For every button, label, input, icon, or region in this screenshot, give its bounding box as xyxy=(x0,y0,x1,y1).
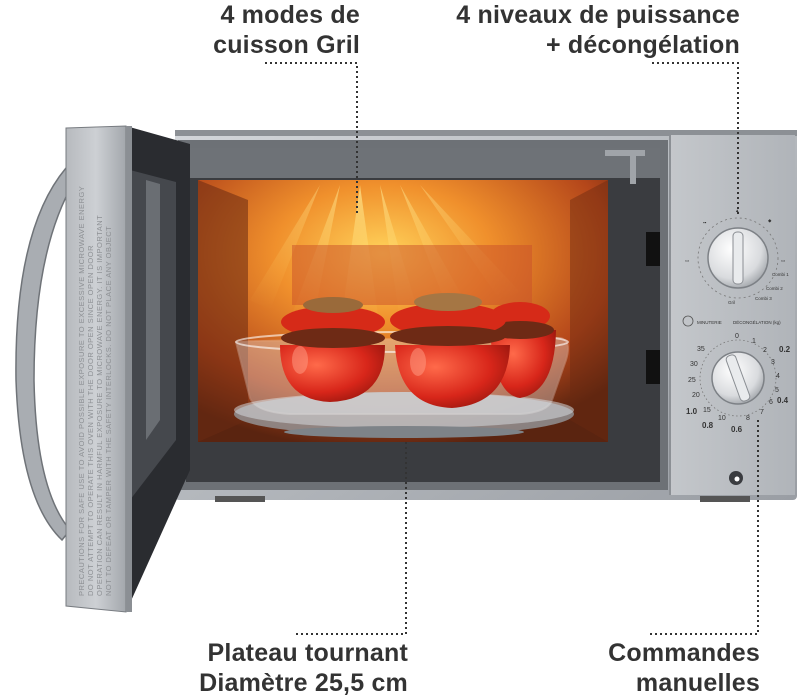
power-levels-leader xyxy=(652,62,739,215)
timer-knob-group: 0 1 2 3 4 5 6 7 8 10 15 20 25 30 35 0.2 … xyxy=(686,333,791,434)
high-power-icon: ◆ xyxy=(768,218,772,223)
defrost-weight-0-4: 0.4 xyxy=(777,396,789,405)
control-panel xyxy=(670,135,795,495)
timer-scale-ring xyxy=(699,339,777,417)
door-warning-line-2: DO NOT ATTEMPT TO OPERATE THIS OVEN WITH… xyxy=(86,245,95,596)
timer-tick-15: 15 xyxy=(703,407,711,414)
timer-tick-7: 7 xyxy=(760,409,764,416)
door-latch-slot xyxy=(605,150,645,156)
turntable-rim xyxy=(234,392,574,428)
combi-2-label: Combi 2 xyxy=(766,286,783,291)
manual-controls-line2: manuelles xyxy=(635,669,760,697)
door-hinge-strip xyxy=(146,180,160,440)
timer-tick-10: 10 xyxy=(718,415,726,422)
timer-tick-35: 35 xyxy=(697,346,705,353)
grill-modes-callout: 4 modes de cuisson Gril xyxy=(190,0,360,60)
brand-logo-dot xyxy=(734,476,740,482)
cavity-top-rail xyxy=(186,148,660,178)
power-levels-line1: 4 niveaux de puissance xyxy=(456,1,740,29)
timer-tick-3: 3 xyxy=(771,359,775,366)
door-warning-line-1: PRECAUTIONS FOR SAFE USE TO AVOID POSSIB… xyxy=(77,186,86,596)
grill-modes-leader xyxy=(265,62,358,215)
power-scale-ring xyxy=(697,217,779,299)
timer-tick-2: 2 xyxy=(763,347,767,354)
latch-hole-upper xyxy=(646,232,660,266)
defrost-label: DÉCONGÉLATION (kg) xyxy=(733,319,781,325)
timer-icon xyxy=(682,315,694,327)
cavity-back-panel xyxy=(292,245,532,305)
low-power-icon: ▲ xyxy=(735,208,739,213)
grill-label: Gril xyxy=(728,300,735,305)
cavity-left-wall xyxy=(198,180,248,442)
timer-tick-25: 25 xyxy=(688,377,696,384)
timer-tick-5: 5 xyxy=(775,387,779,394)
latch-hole-lower xyxy=(646,350,660,384)
power-levels-callout: 4 niveaux de puissance + décongélation xyxy=(430,0,740,60)
open-door xyxy=(15,125,190,613)
turntable-callout: Plateau tournant Diamètre 25,5 cm xyxy=(150,638,408,698)
defrost-mode-icon: ▭ xyxy=(685,258,690,263)
combi-1-label: Combi 1 xyxy=(772,272,789,277)
timer-tick-30: 30 xyxy=(690,361,698,368)
timer-tick-0: 0 xyxy=(735,333,739,340)
defrost-weight-0-8: 0.8 xyxy=(702,421,714,430)
defrost-weight-1-0: 1.0 xyxy=(686,407,698,416)
power-knob-grip[interactable] xyxy=(732,231,744,285)
defrost-weight-0-6: 0.6 xyxy=(731,425,743,434)
grill-modes-line1: 4 modes de xyxy=(220,1,360,29)
door-warning-line-3: OPERATION CAN RESULT IN HARMFUL EXPOSURE… xyxy=(95,215,104,596)
timer-tick-20: 20 xyxy=(692,392,700,399)
door-edge xyxy=(126,126,132,612)
combi-3-label: Combi 3 xyxy=(755,296,772,301)
minuterie-label: MINUTERIE xyxy=(697,320,722,325)
manual-controls-line1: Commandes xyxy=(608,639,760,667)
stuffed-tomatoes xyxy=(280,293,556,408)
timer-tick-6: 6 xyxy=(769,399,773,406)
grill-modes-line2: cuisson Gril xyxy=(213,31,360,59)
latch-hook xyxy=(630,154,636,184)
door-warning: PRECAUTIONS FOR SAFE USE TO AVOID POSSIB… xyxy=(77,186,113,596)
turntable-line1: Plateau tournant xyxy=(207,639,408,667)
cavity-right-wall xyxy=(570,180,608,442)
turntable-leader xyxy=(296,440,407,635)
foot-right xyxy=(700,496,750,502)
defrost-weight-0-2: 0.2 xyxy=(779,345,791,354)
manual-controls-callout: Commandes manuelles xyxy=(560,638,760,698)
timer-knob-grip[interactable] xyxy=(725,354,751,403)
foot-left xyxy=(215,496,265,502)
timer-tick-8: 8 xyxy=(746,415,750,422)
callout-leaders xyxy=(265,62,759,635)
door-handle[interactable] xyxy=(15,166,75,542)
combi-icon: ▭ xyxy=(781,258,786,263)
door-warning-line-4: NOT TO DEFEAT OR TAMPER WITH THE SAFETY … xyxy=(104,226,113,596)
power-levels-line2: + décongélation xyxy=(545,31,740,59)
timer-tick-1: 1 xyxy=(752,338,756,345)
manual-controls-leader xyxy=(650,420,759,635)
turntable-roller xyxy=(284,426,524,438)
oven-top-edge xyxy=(175,130,797,136)
timer-tick-4: 4 xyxy=(776,373,780,380)
power-knob-group: ▪▪ ▲ ◆ ▭ ▭ Combi 1 Combi 2 Combi 3 Gril xyxy=(685,208,789,305)
turntable-line2: Diamètre 25,5 cm xyxy=(199,669,408,697)
microwave-mode-icon: ▪▪ xyxy=(703,220,707,225)
